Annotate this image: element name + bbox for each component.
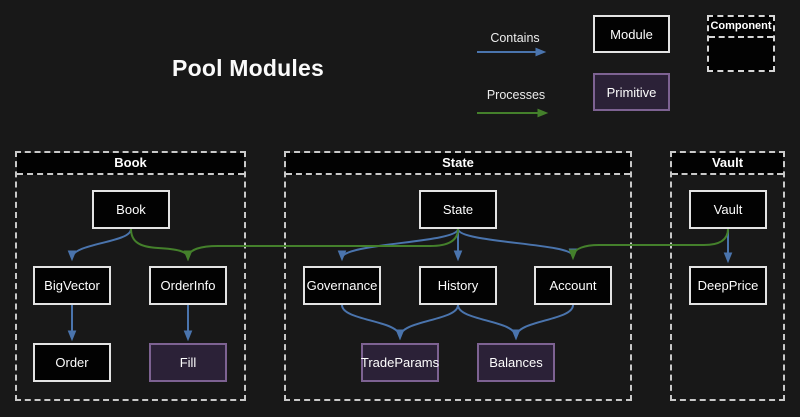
legend-processes-label: Processes (486, 88, 546, 102)
node-order-label: Order (55, 355, 89, 370)
node-history-label: History (437, 278, 479, 293)
node-account-label: Account (549, 278, 597, 293)
legend-primitive-box: Primitive (593, 73, 670, 111)
container-book-title: Book (17, 153, 244, 175)
legend-module-label: Module (610, 26, 653, 42)
node-balances-label: Balances (489, 355, 543, 370)
legend-primitive-label: Primitive (606, 84, 657, 100)
node-vault: Vault (689, 190, 767, 229)
node-tradeparams-label: TradeParams (360, 355, 440, 370)
container-state: State (284, 151, 632, 401)
node-account: Account (534, 266, 612, 305)
container-vault-title: Vault (672, 153, 783, 175)
legend-component-label: Component (709, 17, 773, 38)
container-vault: Vault (670, 151, 785, 401)
node-book: Book (92, 190, 170, 229)
node-fill-label: Fill (179, 355, 197, 370)
node-orderinfo: OrderInfo (149, 266, 227, 305)
node-state: State (419, 190, 497, 229)
node-deepprice: DeepPrice (689, 266, 767, 305)
page-title: Pool Modules (172, 55, 324, 81)
node-bigvector-label: BigVector (44, 278, 100, 293)
container-state-title: State (286, 153, 630, 175)
node-vault-label: Vault (713, 202, 743, 217)
node-bigvector: BigVector (33, 266, 111, 305)
node-order: Order (33, 343, 111, 382)
legend-contains-label: Contains (490, 31, 540, 45)
node-fill: Fill (149, 343, 227, 382)
container-book: Book (15, 151, 246, 401)
node-governance-label: Governance (306, 278, 378, 293)
node-deepprice-label: DeepPrice (697, 278, 759, 293)
node-balances: Balances (477, 343, 555, 382)
node-governance: Governance (303, 266, 381, 305)
node-tradeparams: TradeParams (361, 343, 439, 382)
node-state-label: State (442, 202, 474, 217)
node-history: History (419, 266, 497, 305)
legend-module-box: Module (593, 15, 670, 53)
legend-component-box: Component (707, 15, 775, 72)
node-book-label: Book (116, 202, 146, 217)
node-orderinfo-label: OrderInfo (160, 278, 216, 293)
